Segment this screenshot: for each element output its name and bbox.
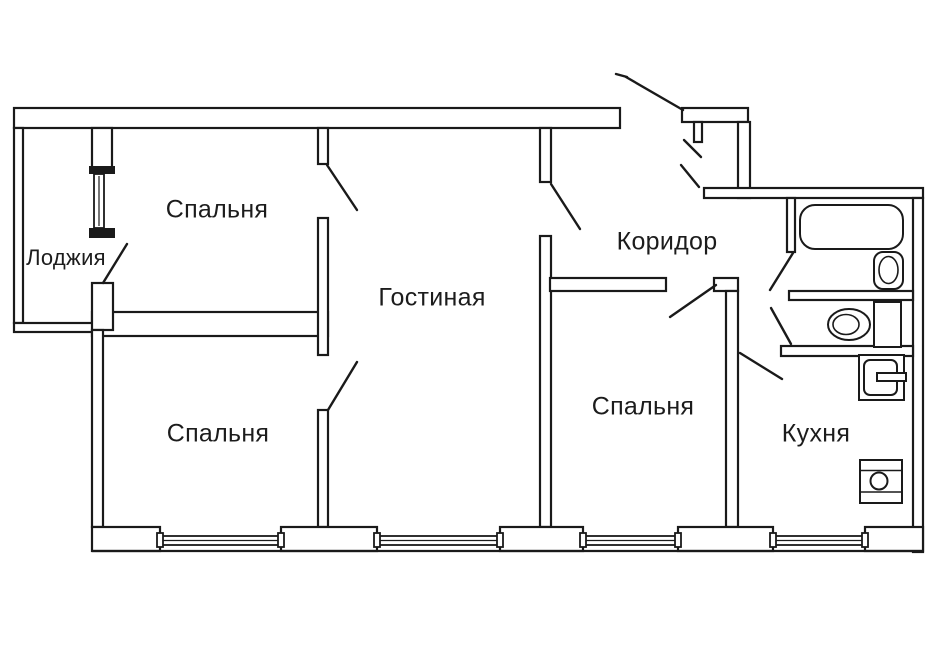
bathtub-icon	[799, 204, 904, 250]
wall-bottom-pier-4	[676, 525, 775, 553]
room-label-bedroom-bottom-left: Спальня	[166, 419, 270, 448]
wall-left-upper	[90, 281, 115, 332]
room-label-living-room: Гостиная	[378, 283, 486, 312]
wall-bedrooms-divider	[90, 310, 330, 338]
entry-closet-door-leaf-2	[679, 163, 701, 189]
bedroom-bottom-left-door-swing	[326, 360, 359, 412]
fixtures	[799, 204, 907, 504]
wall-bottom-pier-5	[863, 525, 925, 553]
wall-bath-toilet-divider	[787, 289, 915, 302]
entry-closet-door-leaf-1	[682, 138, 703, 159]
wall-entry-right	[736, 120, 752, 200]
wall-top	[12, 106, 622, 130]
wall-bottom-pier-2	[279, 525, 379, 553]
window-living-room	[373, 532, 504, 548]
wall-bathroom-pier	[785, 196, 797, 254]
wall-left-lower	[90, 328, 105, 529]
window-bedroom-right	[579, 532, 682, 548]
window-bedroom-bottom-left	[156, 532, 285, 548]
wall-entry-stub	[692, 120, 704, 144]
washbasin-icon	[873, 251, 904, 290]
toilet-door-swing	[769, 306, 793, 346]
walls	[12, 106, 925, 554]
balcony-window-sill-top	[89, 166, 115, 174]
wall-entry-top	[680, 106, 750, 124]
wall-living-stub-top	[538, 126, 553, 184]
wall-loggia-divider-upper	[90, 126, 114, 170]
wall-bottom-pier-3	[498, 525, 585, 553]
window-kitchen	[769, 532, 869, 548]
kitchen-door-swing	[738, 351, 784, 381]
bedroom-right-door-swing	[668, 283, 718, 319]
wall-loggia-bottom	[12, 321, 96, 334]
room-label-kitchen: Кухня	[781, 419, 851, 448]
wall-bedroom-right-top	[548, 276, 668, 293]
room-label-corridor: Коридор	[616, 227, 718, 256]
stove-icon	[859, 459, 903, 504]
entrance-door-swing	[624, 75, 685, 112]
doors	[101, 72, 795, 412]
windows	[93, 173, 869, 548]
wall-bedroom-right-side	[724, 289, 740, 529]
wall-bedroom-right-corner	[712, 276, 740, 293]
room-label-bedroom-right: Спальня	[591, 392, 695, 421]
room-label-bedroom-top-left: Спальня	[165, 195, 269, 224]
wall-mid-middle	[316, 216, 330, 357]
wall-loggia-left	[12, 126, 25, 325]
balcony-window-sill-bottom	[89, 228, 115, 238]
balcony-door-swing	[101, 242, 129, 285]
room-label-loggia: Лоджия	[26, 245, 106, 270]
wall-toilet-bottom	[779, 344, 915, 358]
wall-right-outer	[911, 196, 925, 554]
wall-mid-lower	[316, 408, 330, 529]
bedroom-top-left-door-swing	[325, 163, 359, 212]
living-room-door-swing	[549, 182, 582, 231]
balcony-window	[93, 173, 105, 229]
toilet-icon	[827, 301, 902, 348]
wall-bathroom-top	[702, 186, 925, 200]
kitchen-sink-icon	[858, 354, 907, 401]
wall-mid-stub-top	[316, 126, 330, 166]
wall-bottom-pier-1	[90, 525, 162, 553]
bathroom-door-swing	[768, 251, 795, 292]
